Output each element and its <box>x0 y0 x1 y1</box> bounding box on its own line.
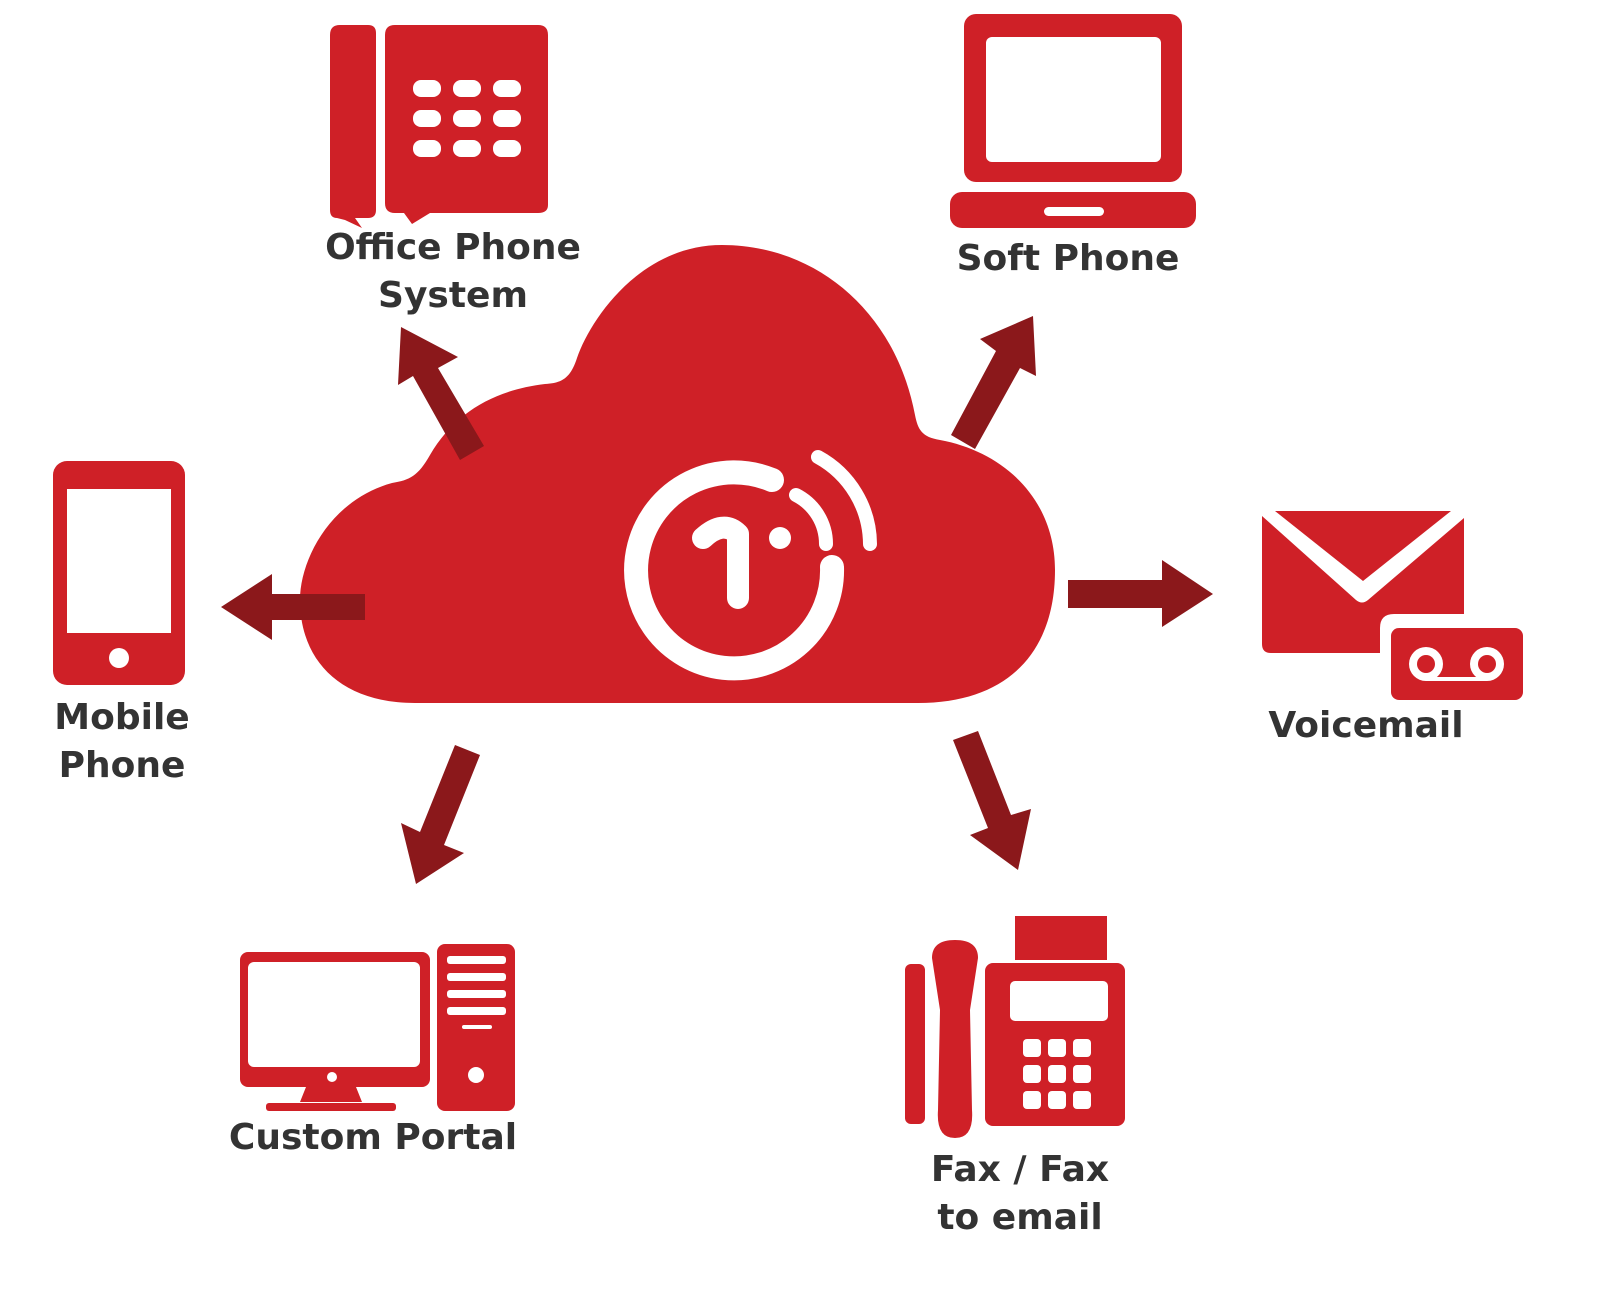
arrows <box>221 316 1213 884</box>
mobile-phone-label: Mobile Phone <box>20 694 224 790</box>
mobile-phone-label-line2: Phone <box>58 745 186 786</box>
desktop-computer-icon <box>240 944 515 1111</box>
fax-label: Fax / Fax to email <box>900 1146 1140 1242</box>
arrow-to-custom-portal <box>401 745 480 884</box>
office-phone-system-label-line1: Office Phone <box>325 227 581 268</box>
mobile-phone-label-line1: Mobile <box>54 697 190 738</box>
fax-label-line2: to email <box>937 1197 1103 1238</box>
arrow-to-fax <box>953 731 1031 870</box>
arrow-to-office-phone <box>398 327 484 460</box>
fax-machine-icon <box>905 916 1125 1138</box>
custom-portal-label-line1: Custom Portal <box>228 1117 518 1158</box>
fax-label-line1: Fax / Fax <box>930 1149 1110 1190</box>
mobile-phone-icon <box>53 461 185 685</box>
soft-phone-label-line1: Soft Phone <box>956 238 1180 279</box>
voicemail-label-line1: Voicemail <box>1268 705 1464 746</box>
soft-phone-label: Soft Phone <box>930 235 1206 283</box>
laptop-icon <box>950 14 1196 228</box>
custom-portal-label: Custom Portal <box>210 1114 536 1162</box>
arrow-to-voicemail <box>1068 560 1213 627</box>
desk-phone-icon <box>330 25 548 228</box>
office-phone-system-label: Office Phone System <box>300 224 606 320</box>
office-phone-system-label-line2: System <box>378 275 528 316</box>
arrow-to-mobile-phone <box>221 574 365 640</box>
cloud-logo-icon <box>300 245 1055 703</box>
voicemail-label: Voicemail <box>1250 702 1482 750</box>
arrow-to-soft-phone <box>951 316 1036 449</box>
voicemail-envelope-icon <box>1262 511 1523 700</box>
